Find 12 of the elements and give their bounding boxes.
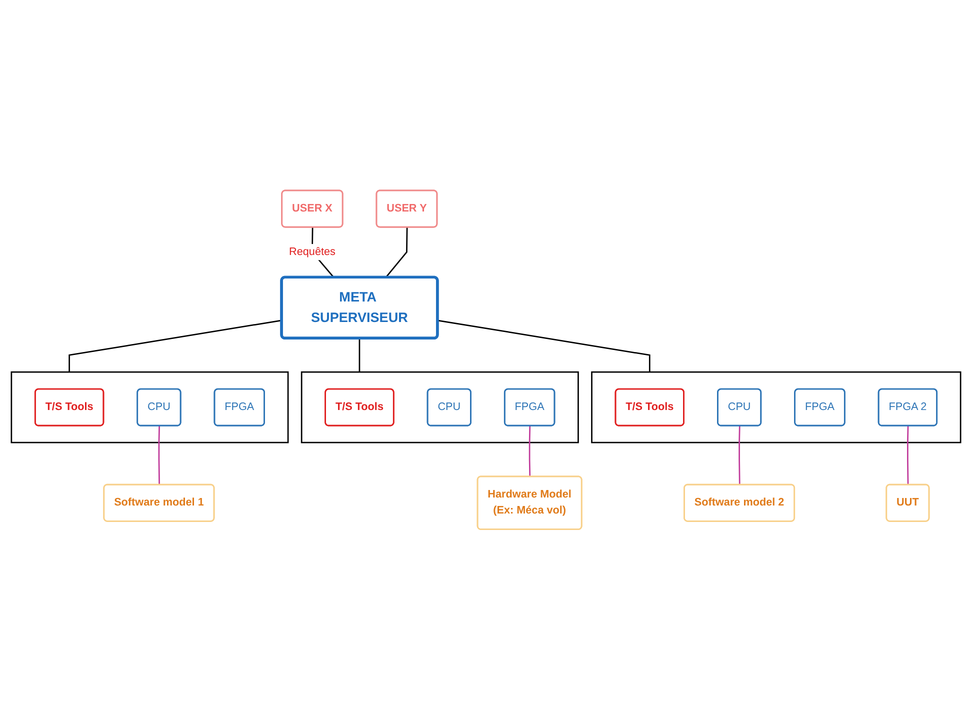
connector xyxy=(68,320,282,372)
connector xyxy=(907,426,909,486)
connector xyxy=(437,320,650,372)
connector xyxy=(385,228,408,278)
connector xyxy=(528,426,531,477)
connector xyxy=(738,426,740,486)
cluster xyxy=(10,372,289,444)
connector xyxy=(158,426,160,486)
cluster xyxy=(591,372,962,444)
edge-label: Requêtes xyxy=(289,246,336,258)
connector xyxy=(358,338,360,372)
cluster xyxy=(300,372,579,444)
